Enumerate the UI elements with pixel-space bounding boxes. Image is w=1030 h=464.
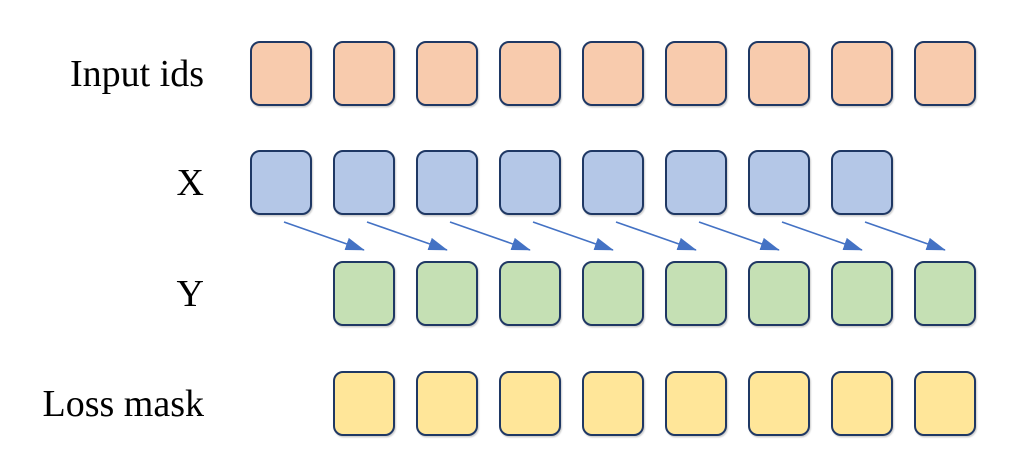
token-cell-loss-mask: [333, 371, 395, 436]
token-cell-input-ids: [748, 41, 810, 106]
shift-arrow: [615, 221, 697, 251]
token-cell-input-ids: [250, 41, 312, 106]
token-cell-x: [250, 150, 312, 215]
token-cell-input-ids: [499, 41, 561, 106]
token-cell-loss-mask: [416, 371, 478, 436]
token-cell-input-ids: [831, 41, 893, 106]
shift-arrow: [781, 221, 863, 251]
token-cell-x: [665, 150, 727, 215]
token-cell-y: [748, 261, 810, 326]
token-cell-input-ids: [914, 41, 976, 106]
token-cell-loss-mask: [748, 371, 810, 436]
shift-arrow: [864, 221, 946, 251]
token-cell-y: [914, 261, 976, 326]
token-cell-y: [499, 261, 561, 326]
token-cell-input-ids: [333, 41, 395, 106]
token-cell-y: [665, 261, 727, 326]
token-cell-x: [748, 150, 810, 215]
token-cell-x: [416, 150, 478, 215]
row-label-y: Y: [176, 272, 204, 315]
shift-arrow: [698, 221, 780, 251]
token-cell-loss-mask: [582, 371, 644, 436]
token-cell-loss-mask: [499, 371, 561, 436]
shift-arrow: [366, 221, 448, 251]
row-label-x: X: [176, 161, 204, 204]
token-cell-x: [333, 150, 395, 215]
token-cell-x: [499, 150, 561, 215]
shift-arrow: [283, 221, 365, 251]
token-cell-x: [582, 150, 644, 215]
shift-arrow: [532, 221, 614, 251]
token-cell-y: [333, 261, 395, 326]
token-cell-input-ids: [582, 41, 644, 106]
token-cell-loss-mask: [831, 371, 893, 436]
token-cell-y: [582, 261, 644, 326]
token-cell-y: [416, 261, 478, 326]
row-label-loss-mask: Loss mask: [42, 382, 205, 425]
row-label-input-ids: Input ids: [69, 52, 204, 95]
token-cell-input-ids: [416, 41, 478, 106]
token-cell-loss-mask: [914, 371, 976, 436]
shift-arrow: [449, 221, 531, 251]
token-cell-input-ids: [665, 41, 727, 106]
token-cell-loss-mask: [665, 371, 727, 436]
token-cell-y: [831, 261, 893, 326]
token-cell-x: [831, 150, 893, 215]
